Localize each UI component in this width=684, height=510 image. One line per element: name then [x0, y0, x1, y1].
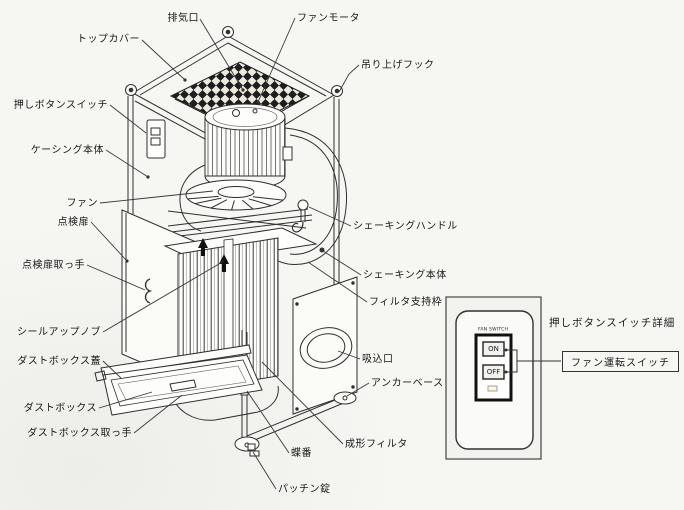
label-filter-support-frame: フィルタ支持枠	[369, 297, 443, 308]
fan-switch-plate-heading: FAN SWITCH	[478, 327, 509, 332]
label-dust-box-handle: ダストボックス取っ手	[27, 428, 132, 439]
label-shaking-body: シェーキング本体	[363, 270, 447, 281]
seal-up-knob-arrows	[198, 238, 229, 272]
label-fan-motor: ファンモータ	[297, 13, 360, 24]
label-fan: ファン	[66, 198, 98, 209]
label-suction-inlet: 吸込口	[362, 354, 394, 365]
label-inspection-door-handle: 点検扉取っ手	[22, 260, 85, 271]
label-hinge: 蝶番	[291, 448, 312, 459]
detail-panel-title: 押しボタンスイッチ詳細	[549, 317, 676, 329]
on-button-graphic: ON	[488, 345, 499, 353]
eye-bolt-hooks	[125, 26, 343, 97]
label-casing-body: ケーシング本体	[30, 145, 104, 156]
label-molded-filter: 成形フィルタ	[345, 439, 408, 450]
dust-box-drawing	[94, 344, 263, 416]
switch-detail-panel	[445, 296, 561, 460]
label-dust-box: ダストボックス	[23, 403, 97, 414]
label-dust-box-lid: ダストボックス蓋	[17, 356, 101, 367]
label-push-button-switch: 押しボタンスイッチ	[13, 100, 108, 111]
label-anchor-base: アンカーベース	[371, 378, 444, 389]
fan-motor-drawing	[204, 103, 293, 190]
label-seal-up-knob: シールアップノブ	[17, 327, 101, 338]
label-inspection-door: 点検扉	[57, 217, 89, 228]
label-snap-lock: パッチン錠	[278, 484, 331, 495]
support-frame	[162, 208, 313, 239]
shaking-handle-drawing	[291, 199, 325, 253]
fan-switch-callout: ファン運転スイッチ	[562, 351, 679, 372]
label-exhaust-port: 排気口	[167, 13, 199, 24]
suction-inlet-panel	[292, 276, 358, 415]
label-shaking-handle: シェーキングハンドル	[353, 221, 458, 232]
fan-wheel	[185, 179, 287, 211]
label-lifting-hook: 吊り上げフック	[361, 60, 435, 71]
off-button-graphic: OFF	[486, 368, 501, 376]
label-top-cover: トップカバー	[77, 34, 140, 45]
leader-lines	[86, 17, 370, 490]
